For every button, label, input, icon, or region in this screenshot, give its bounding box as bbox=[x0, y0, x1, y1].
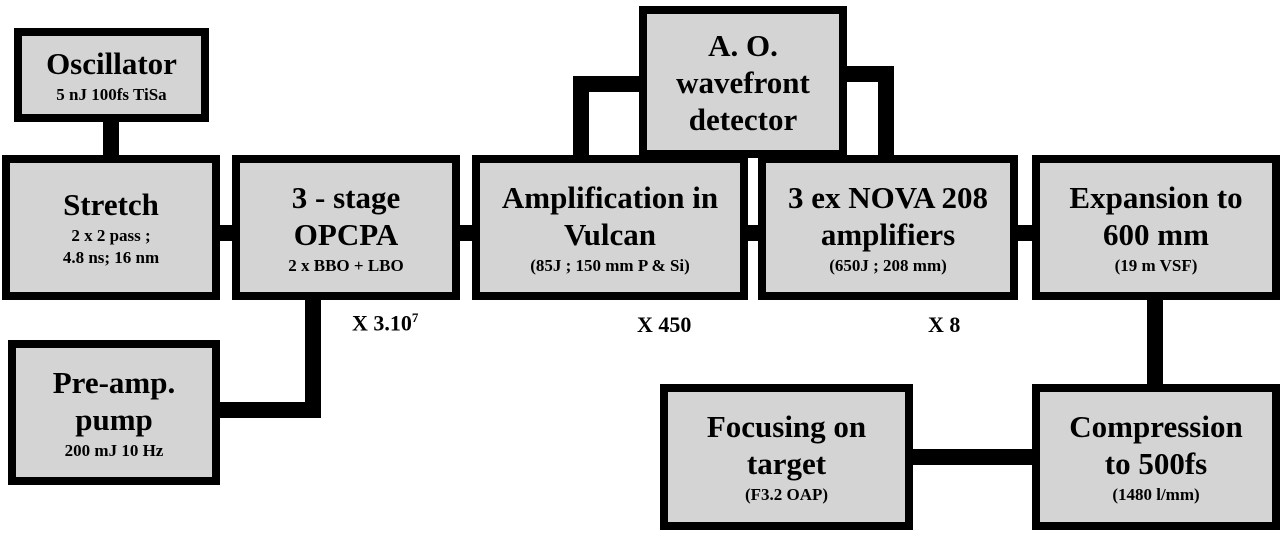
focusing-title-line-2: target bbox=[746, 446, 827, 481]
compression-title-line-2: to 500fs bbox=[1104, 446, 1208, 481]
compression-subtitle: (1480 l/mm) bbox=[1112, 485, 1200, 504]
stretch-box: Stretch 2 x 2 pass ; 4.8 ns; 16 nm bbox=[2, 155, 220, 300]
vulcan-box: Amplification in Vulcan (85J ; 150 mm P … bbox=[472, 155, 748, 300]
expansion-title-line-2: 600 mm bbox=[1103, 216, 1209, 252]
stretch-title: Stretch bbox=[63, 187, 159, 222]
connector-vulcan-ao bbox=[573, 76, 648, 160]
compression-title-line-1: Compression bbox=[1069, 409, 1243, 444]
gain-opcpa-base: X 3.10 bbox=[352, 310, 412, 336]
connector-preamp-opcpa bbox=[212, 300, 321, 418]
gain-label-vulcan: X 450 bbox=[637, 312, 692, 337]
vulcan-subtitle: (85J ; 150 mm P & Si) bbox=[530, 255, 690, 275]
compression-box: Compression to 500fs (1480 l/mm) bbox=[1032, 384, 1280, 530]
stretch-subtitle-line-2: 4.8 ns; 16 nm bbox=[62, 248, 160, 267]
opcpa-title-line-2: OPCPA bbox=[293, 216, 399, 252]
preamp-pump-box: Pre-amp. pump 200 mJ 10 Hz bbox=[8, 340, 220, 485]
oscillator-title: Oscillator bbox=[46, 45, 177, 81]
expansion-subtitle: (19 m VSF) bbox=[1114, 255, 1198, 275]
oscillator-box: Oscillator 5 nJ 100fs TiSa bbox=[14, 28, 209, 122]
opcpa-box: 3 - stage OPCPA 2 x BBO + LBO bbox=[232, 155, 460, 300]
gain-opcpa-exponent: 7 bbox=[411, 310, 419, 325]
nova-subtitle: (650J ; 208 mm) bbox=[829, 255, 947, 275]
preamp-subtitle: 200 mJ 10 Hz bbox=[64, 440, 164, 460]
opcpa-title-line-1: 3 - stage bbox=[291, 179, 401, 215]
ao-title-line-1: A. O. bbox=[708, 27, 778, 63]
nova-box: 3 ex NOVA 208 amplifiers (650J ; 208 mm) bbox=[758, 155, 1018, 300]
preamp-title-line-2: pump bbox=[75, 401, 153, 437]
nova-title-line-2: amplifiers bbox=[820, 216, 956, 252]
nova-title-line-1: 3 ex NOVA 208 bbox=[787, 179, 989, 215]
ao-title-line-2: wavefront bbox=[676, 64, 810, 100]
gain-label-nova: X 8 bbox=[928, 312, 961, 337]
vulcan-title-line-2: Vulcan bbox=[564, 216, 656, 252]
focusing-subtitle: (F3.2 OAP) bbox=[744, 485, 829, 504]
expansion-title-line-1: Expansion to bbox=[1069, 179, 1243, 215]
ao-wavefront-detector-box: A. O. wavefront detector bbox=[639, 6, 847, 158]
vulcan-title-line-1: Amplification in bbox=[501, 179, 719, 215]
focusing-title-line-1: Focusing on bbox=[706, 409, 867, 444]
preamp-title-line-1: Pre-amp. bbox=[52, 364, 176, 400]
oscillator-subtitle: 5 nJ 100fs TiSa bbox=[56, 84, 167, 104]
gain-label-opcpa: X 3.107 bbox=[352, 310, 418, 336]
focusing-box: Focusing on target (F3.2 OAP) bbox=[660, 384, 913, 530]
expansion-box: Expansion to 600 mm (19 m VSF) bbox=[1032, 155, 1280, 300]
connector-ao-nova bbox=[840, 66, 894, 160]
stretch-subtitle-line-1: 2 x 2 pass ; bbox=[71, 226, 151, 245]
opcpa-subtitle: 2 x BBO + LBO bbox=[288, 255, 404, 275]
ao-title-line-3: detector bbox=[688, 101, 798, 137]
